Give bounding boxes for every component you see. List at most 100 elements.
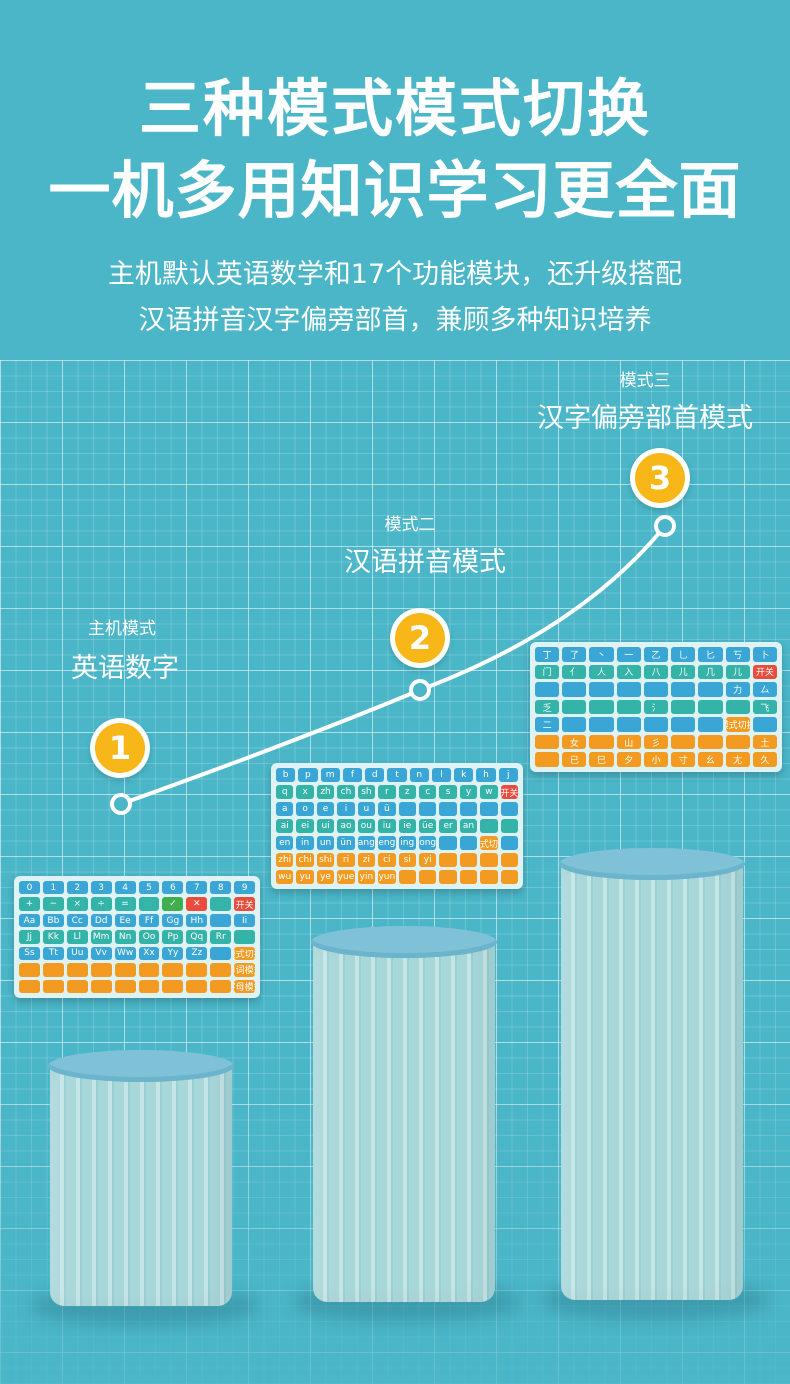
mode3-key[interactable]: 八 xyxy=(643,664,669,680)
mode3-key[interactable] xyxy=(725,699,750,715)
mode3-key[interactable]: 门 xyxy=(535,664,560,680)
mode3-key[interactable]: 山 xyxy=(616,734,641,750)
mode2-key[interactable]: j xyxy=(498,768,518,782)
mode2-key[interactable]: ri xyxy=(337,853,355,867)
mode1-key[interactable] xyxy=(114,963,136,977)
mode3-key[interactable]: 亻 xyxy=(562,664,587,680)
mode2-key[interactable]: u xyxy=(357,802,376,816)
mode1-key[interactable] xyxy=(90,979,112,993)
mode2-key[interactable]: ui xyxy=(316,819,335,833)
mode2-key[interactable]: 开关 xyxy=(500,785,519,799)
mode2-key[interactable]: a xyxy=(276,802,294,816)
mode2-key[interactable]: er xyxy=(439,819,457,833)
mode3-key[interactable]: 儿 xyxy=(671,664,696,680)
mode2-key[interactable] xyxy=(459,853,478,867)
mode2-key[interactable]: zhi xyxy=(276,853,294,867)
mode2-key[interactable]: ch xyxy=(337,785,355,799)
mode1-key[interactable] xyxy=(138,963,160,977)
mode3-key[interactable]: 夕 xyxy=(616,752,641,768)
mode1-key[interactable]: Kk xyxy=(42,930,64,944)
mode3-key[interactable] xyxy=(589,699,614,715)
mode3-key[interactable]: 巳 xyxy=(589,752,614,768)
mode3-key[interactable] xyxy=(698,699,723,715)
mode3-key[interactable]: 一 xyxy=(616,647,641,662)
mode1-key[interactable]: 7 xyxy=(186,881,208,895)
mode3-key[interactable] xyxy=(589,717,614,732)
mode1-key[interactable] xyxy=(210,963,232,977)
mode1-key[interactable] xyxy=(66,963,88,977)
mode2-key[interactable]: si xyxy=(398,853,416,867)
mode3-key[interactable]: 彡 xyxy=(643,734,669,750)
mode3-key[interactable] xyxy=(671,682,696,697)
mode3-key[interactable]: 厶 xyxy=(752,682,777,697)
mode1-key[interactable]: 5 xyxy=(138,881,160,895)
mode2-key[interactable] xyxy=(480,870,498,884)
mode2-key[interactable] xyxy=(398,870,416,884)
mode1-key[interactable] xyxy=(114,979,136,993)
mode2-key[interactable]: iu xyxy=(378,819,396,833)
mode2-key[interactable]: h xyxy=(476,768,496,782)
mode2-key[interactable]: l xyxy=(431,768,452,782)
mode2-key[interactable] xyxy=(398,802,416,816)
mode1-key[interactable] xyxy=(138,897,160,911)
mode1-key[interactable] xyxy=(210,897,232,911)
mode1-key[interactable]: Oo xyxy=(138,930,160,944)
mode3-key[interactable]: 模式切换 xyxy=(725,717,750,732)
mode2-key[interactable] xyxy=(500,870,519,884)
mode3-key[interactable] xyxy=(752,717,777,732)
mode2-key[interactable] xyxy=(439,836,457,850)
mode2-key[interactable]: ong xyxy=(418,836,437,850)
mode1-key[interactable]: Xx xyxy=(138,946,160,961)
mode2-key[interactable]: yin xyxy=(357,870,376,884)
mode3-key[interactable]: 开关 xyxy=(752,664,777,680)
mode1-key[interactable]: Hh xyxy=(186,913,208,928)
mode2-key[interactable]: ei xyxy=(296,819,314,833)
mode3-key[interactable]: 二 xyxy=(535,717,560,732)
mode1-key[interactable]: 9 xyxy=(234,881,256,895)
mode2-key[interactable]: shi xyxy=(316,853,335,867)
mode2-key[interactable]: f xyxy=(342,768,363,782)
mode2-key[interactable]: eng xyxy=(378,836,396,850)
mode2-key[interactable]: c xyxy=(418,785,437,799)
mode1-key[interactable]: ✓ xyxy=(162,897,184,911)
mode2-key[interactable] xyxy=(480,853,498,867)
mode2-key[interactable]: ci xyxy=(378,853,396,867)
mode3-key[interactable] xyxy=(616,682,641,697)
mode1-key[interactable]: Mm xyxy=(90,930,112,944)
mode2-key[interactable]: o xyxy=(296,802,314,816)
mode1-key[interactable]: ÷ xyxy=(90,897,112,911)
mode1-key[interactable]: Bb xyxy=(42,913,64,928)
mode2-key[interactable]: ü xyxy=(378,802,396,816)
mode2-key[interactable]: k xyxy=(454,768,474,782)
mode2-key[interactable]: ai xyxy=(276,819,294,833)
mode1-key[interactable]: Ss xyxy=(19,946,40,961)
mode3-key[interactable] xyxy=(671,717,696,732)
mode2-key[interactable]: en xyxy=(276,836,294,850)
mode3-key[interactable]: 几 xyxy=(698,664,723,680)
mode3-key[interactable] xyxy=(616,699,641,715)
mode1-key[interactable]: Dd xyxy=(90,913,112,928)
mode1-key[interactable] xyxy=(19,963,40,977)
mode3-key[interactable]: 已 xyxy=(562,752,587,768)
mode3-key[interactable]: 人 xyxy=(589,664,614,680)
mode3-key[interactable]: 丁 xyxy=(535,647,560,662)
mode3-key[interactable] xyxy=(698,734,723,750)
mode2-key[interactable]: i xyxy=(337,802,355,816)
mode2-key[interactable]: r xyxy=(378,785,396,799)
mode2-key[interactable] xyxy=(459,802,478,816)
mode2-key[interactable]: d xyxy=(365,768,385,782)
mode2-key[interactable]: b xyxy=(276,768,296,782)
mode2-key[interactable]: m xyxy=(320,768,340,782)
mode1-key[interactable] xyxy=(210,946,232,961)
mode2-key[interactable]: ang xyxy=(357,836,376,850)
mode3-key[interactable]: 乚 xyxy=(671,647,696,662)
mode1-key[interactable]: − xyxy=(42,897,64,911)
mode3-key[interactable]: 氵 xyxy=(643,699,669,715)
mode2-key[interactable] xyxy=(500,836,519,850)
mode1-key[interactable] xyxy=(210,913,232,928)
mode1-key[interactable]: ✕ xyxy=(186,897,208,911)
mode1-key[interactable]: + xyxy=(19,897,40,911)
mode2-key[interactable]: an xyxy=(459,819,478,833)
mode1-key[interactable]: 0 xyxy=(19,881,40,895)
mode2-key[interactable]: x xyxy=(296,785,314,799)
